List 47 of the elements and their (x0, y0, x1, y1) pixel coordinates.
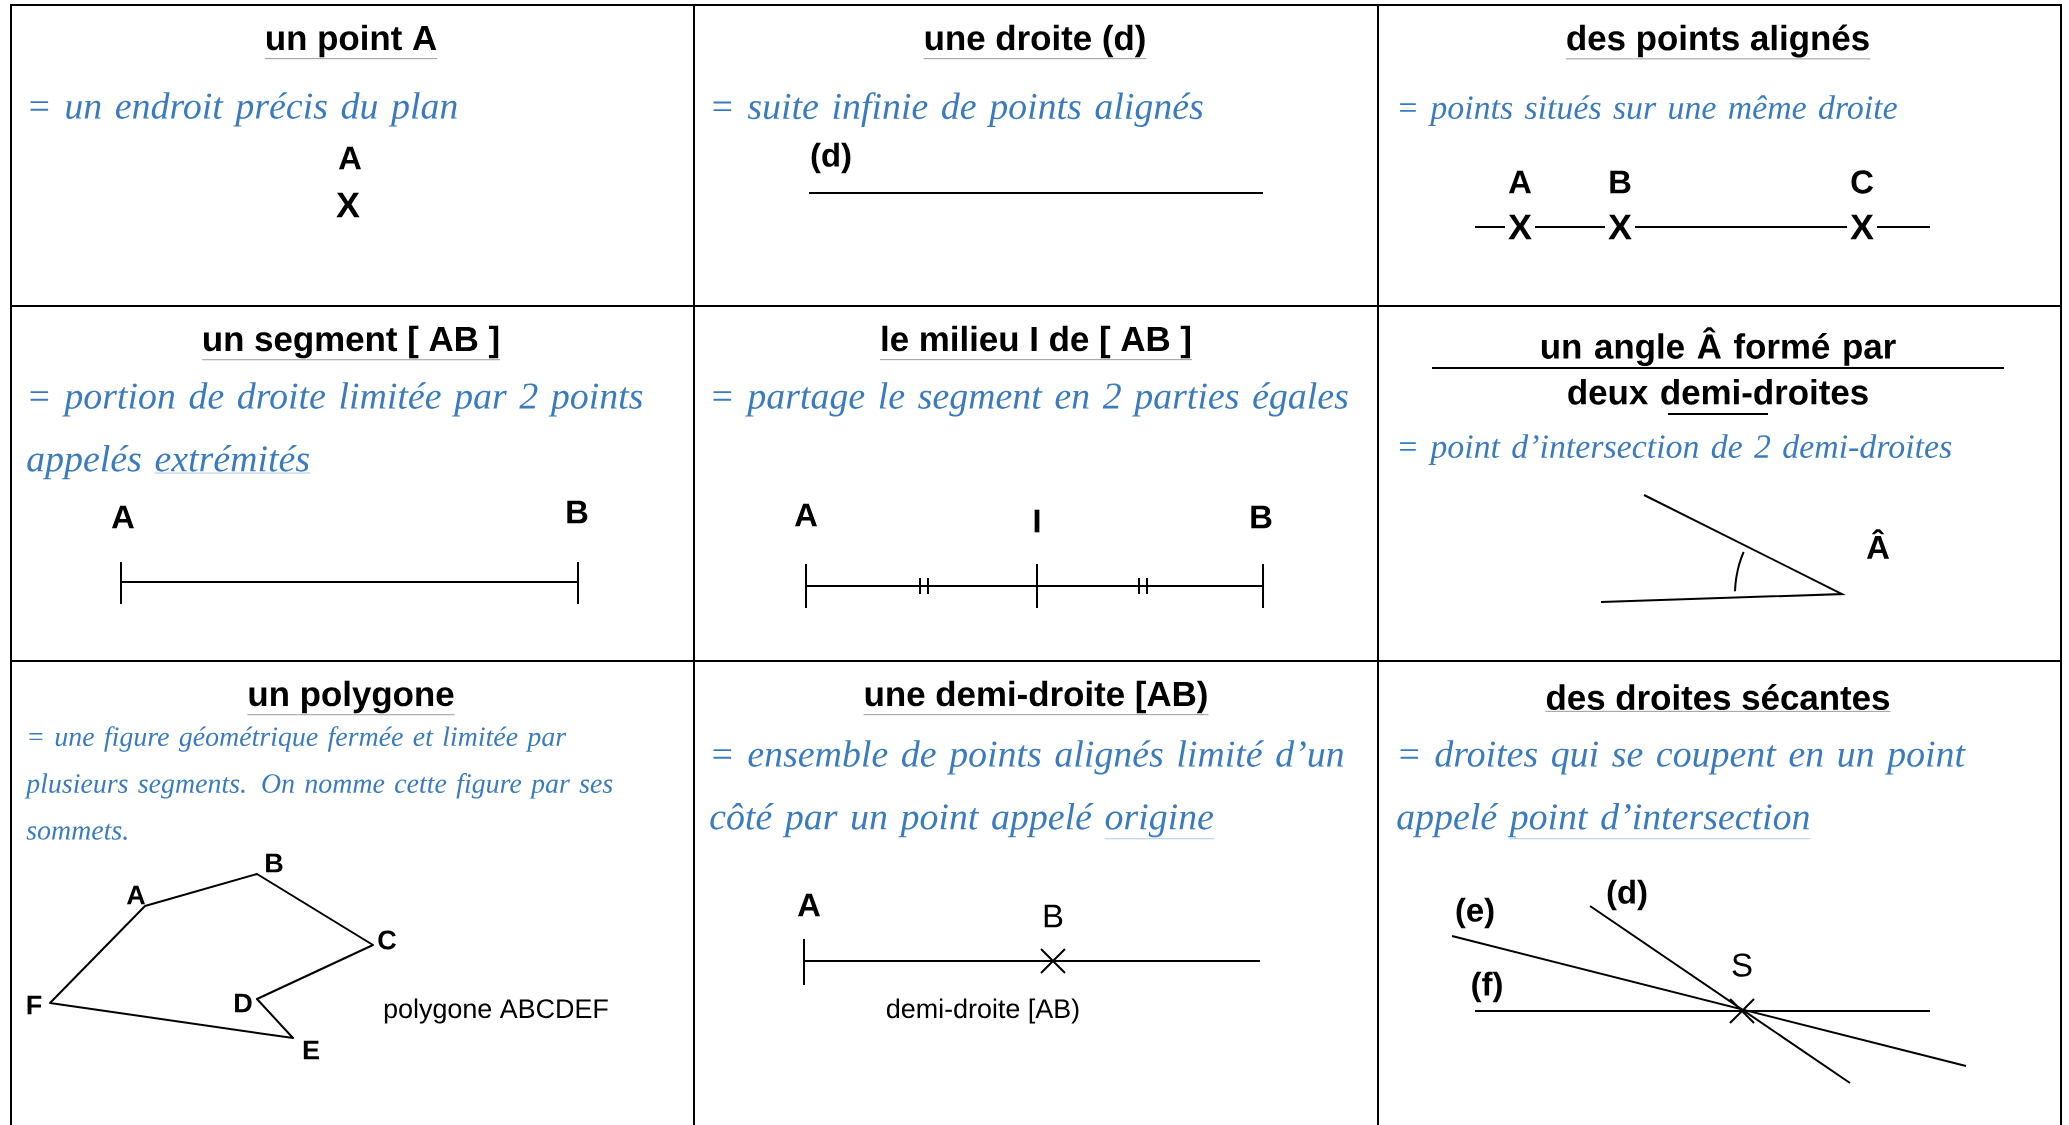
heading: un point A (264, 24, 438, 59)
point-label: C (378, 930, 396, 950)
definition-text: = droites qui se coupent en un point appelé point d’intersection (1397, 740, 1966, 839)
point-label: E (303, 1040, 319, 1060)
point-label: B (1044, 904, 1063, 928)
point-label: S (1732, 953, 1752, 977)
point-label: B (1610, 170, 1631, 194)
heading: le milieu I de [ AB ] (879, 325, 1193, 360)
heading: des points alignés (1565, 24, 1871, 60)
point-label: A (338, 146, 361, 170)
line-label: (f) (1472, 971, 1502, 1003)
definition-text: = une figure géométrique fermée et limitée par plusieurs segments. On nomme cette figure par ses sommets. (24, 726, 613, 840)
point-label: A (126, 885, 145, 905)
heading: une droite (d) (923, 24, 1147, 59)
point-label: A (1508, 170, 1531, 194)
point-label: Â (1866, 529, 1889, 559)
point-label: A (794, 503, 817, 527)
figure-caption: demi-droite [AB) (886, 998, 1079, 1024)
point-label: B (1251, 505, 1272, 529)
point-label: A (111, 505, 134, 529)
heading: des droites sécantes (1545, 684, 1891, 712)
heading: un segment [ AB ] (201, 325, 501, 360)
point-label: C (1851, 170, 1873, 194)
point-mark: X (1508, 214, 1532, 240)
definition-text: = point d’intersection de 2 demi-droites (1400, 434, 1952, 465)
point-mark: X (336, 192, 360, 218)
line-label: (d) (811, 142, 851, 174)
definition-text: = partage le segment en 2 parties égales (713, 382, 1348, 417)
point-label: B (266, 853, 283, 873)
heading: un angle Â formé par deux demi-droites (1431, 327, 2005, 415)
line-label: (d) (1607, 879, 1647, 911)
point-mark: X (1850, 214, 1874, 240)
point-mark: X (1608, 214, 1632, 240)
point-label: F (27, 995, 42, 1015)
definition-text: = points situés sur une même droite (1400, 95, 1897, 126)
figure-caption: polygone ABCDEF (384, 998, 608, 1024)
definition-text: = un endroit précis du plan (30, 92, 457, 127)
heading: une demi-droite [AB) (863, 680, 1209, 715)
point-label: D (235, 993, 252, 1013)
line-label: (e) (1456, 897, 1494, 929)
heading: un polygone (247, 680, 455, 715)
point-label: I (1034, 509, 1040, 533)
point-label: A (797, 893, 820, 917)
definition-text: = ensemble de points alignés limité d’un côté par un point appelé origine (710, 740, 1344, 839)
definition-text: = portion de droite limitée par 2 points appelés extrémités (27, 382, 643, 480)
definition-text: = suite infinie de points alignés (713, 92, 1203, 127)
point-label: B (567, 500, 588, 524)
